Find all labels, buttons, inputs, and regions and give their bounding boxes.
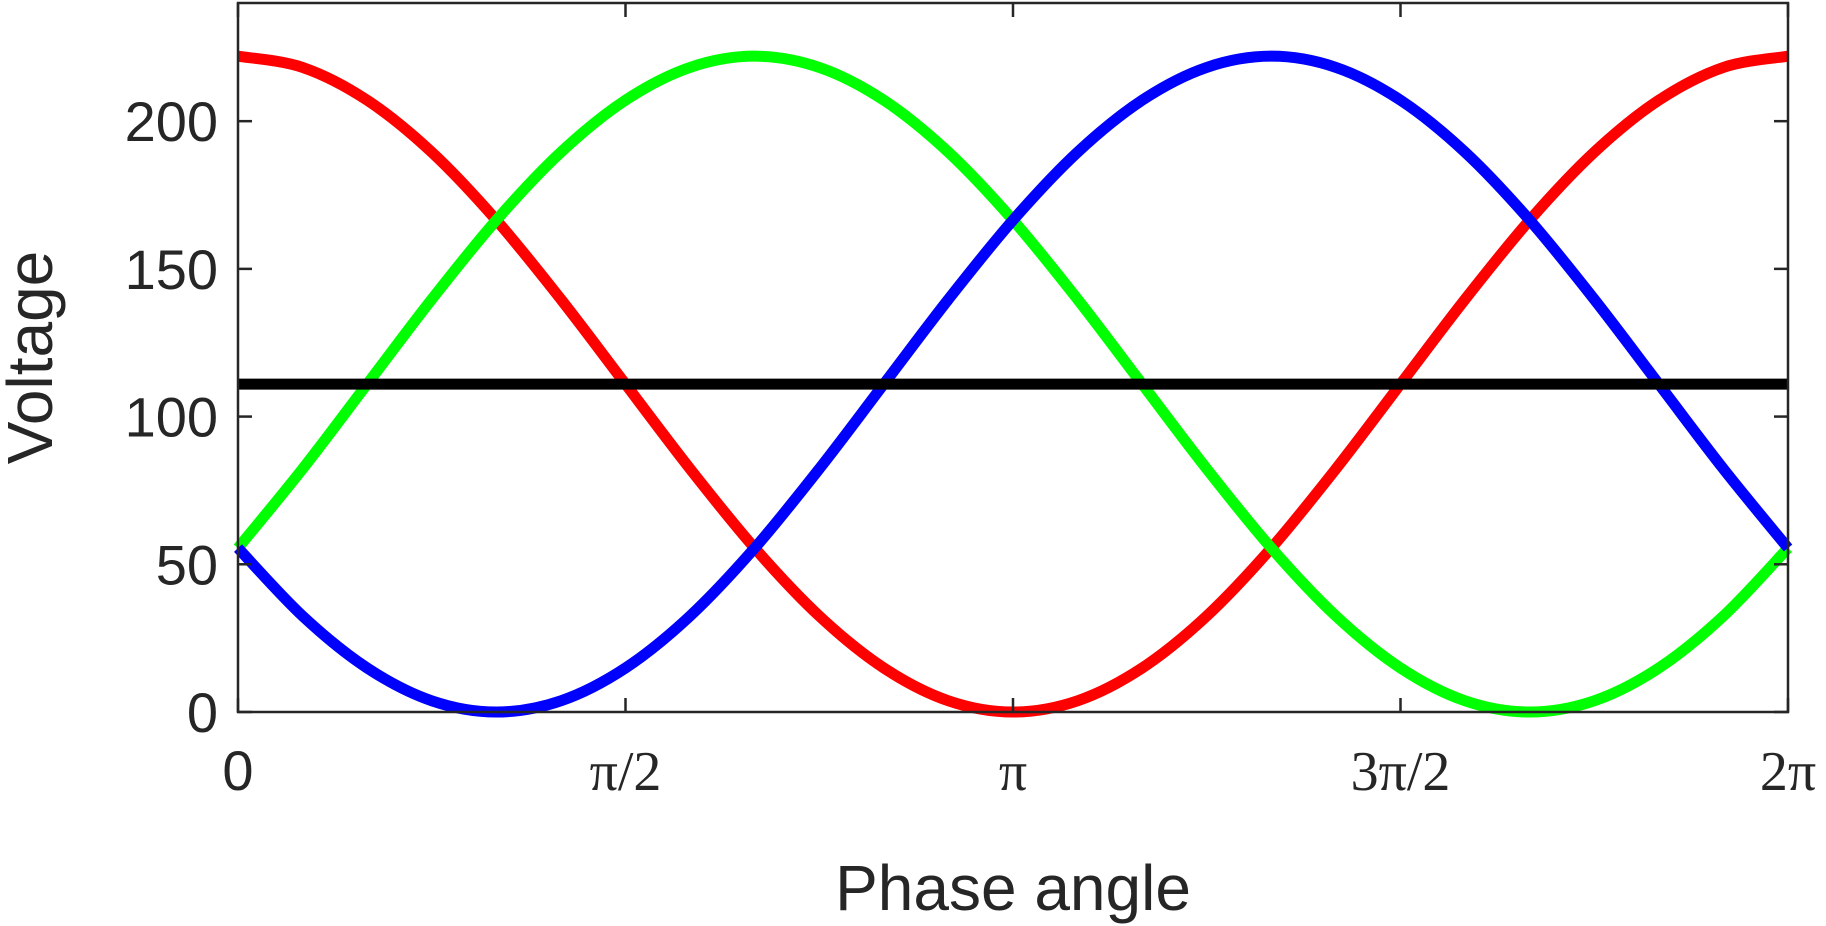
- x-tick-label: 0: [222, 739, 253, 802]
- x-tick-label: 2π: [1760, 741, 1816, 803]
- x-axis-title: Phase angle: [835, 852, 1191, 924]
- y-tick-label: 0: [187, 681, 218, 744]
- x-tick-label: 3π/2: [1351, 741, 1451, 803]
- y-tick-label: 150: [125, 238, 218, 301]
- y-axis-title: Voltage: [0, 251, 66, 465]
- tick-layer: 0 π/2 π 3π/2 2π 0 50 100 150 200: [125, 3, 1816, 803]
- y-tick-label: 50: [156, 533, 218, 596]
- y-tick-label: 200: [125, 90, 218, 153]
- y-tick-label: 100: [125, 386, 218, 449]
- x-tick-label: π/2: [590, 741, 662, 803]
- x-tick-label: π: [999, 741, 1027, 803]
